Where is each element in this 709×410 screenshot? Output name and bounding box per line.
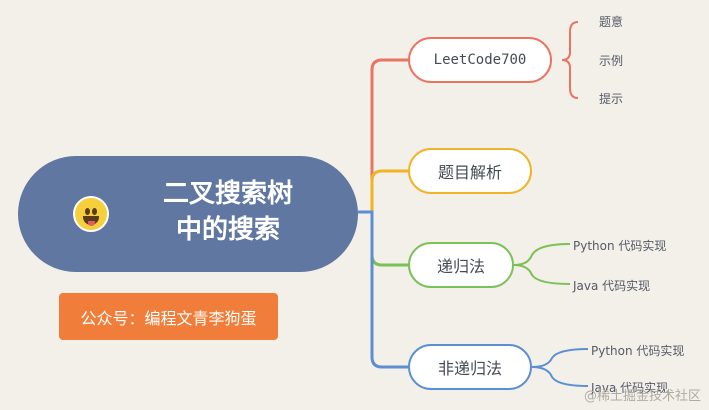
leaf-example[interactable]: 示例 xyxy=(599,54,624,68)
smiling-face-with-tongue-icon xyxy=(73,196,109,232)
center-topic-node[interactable]: 二叉搜索树 中的搜索 xyxy=(18,156,358,272)
branch-node-analysis[interactable]: 题目解析 xyxy=(408,148,532,194)
leaf-meaning[interactable]: 题意 xyxy=(599,15,624,29)
branch-node-iterative[interactable]: 非递归法 xyxy=(408,344,532,390)
connector-analysis xyxy=(358,169,408,214)
bracket-leetcode xyxy=(561,21,579,99)
watermark: @稀土掘金技术社区 xyxy=(583,389,701,404)
connector-iterative-java xyxy=(531,366,589,387)
connector-recursive xyxy=(358,210,408,267)
connector-iterative xyxy=(358,210,408,369)
connector-leetcode xyxy=(358,58,408,214)
branch-node-leetcode[interactable]: LeetCode700 xyxy=(408,37,552,83)
branch-node-recursive[interactable]: 递归法 xyxy=(408,242,514,288)
leaf-hint[interactable]: 提示 xyxy=(599,92,624,106)
connector-recursive-python xyxy=(513,243,571,266)
leaf-iterative-java[interactable]: Java 代码实现 xyxy=(591,381,669,395)
leaf-iterative-python[interactable]: Python 代码实现 xyxy=(591,344,685,358)
center-title: 二叉搜索树 中的搜索 xyxy=(128,176,328,248)
leaf-recursive-python[interactable]: Python 代码实现 xyxy=(573,239,667,253)
center-title-line2: 中的搜索 xyxy=(175,215,280,245)
leaf-recursive-java[interactable]: Java 代码实现 xyxy=(573,279,651,293)
connector-recursive-java xyxy=(513,264,571,285)
center-title-line1: 二叉搜索树 xyxy=(162,179,293,209)
author-badge: 公众号：编程文青李狗蛋 xyxy=(59,293,278,340)
connector-iterative-python xyxy=(531,348,589,368)
